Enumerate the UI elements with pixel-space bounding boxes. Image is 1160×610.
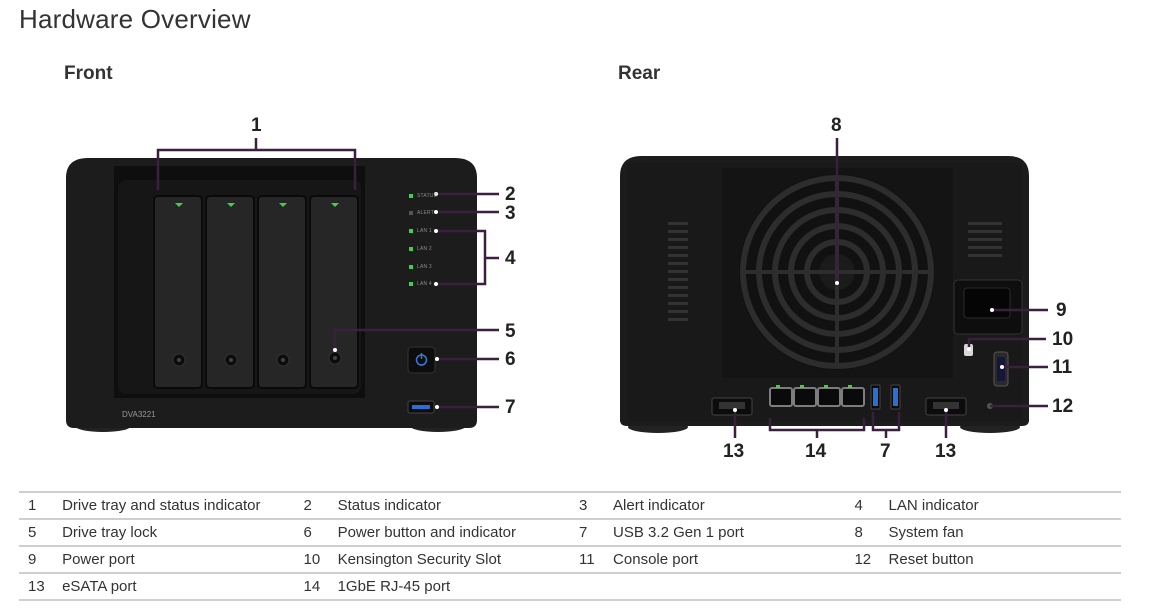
- led-label-lan2: LAN 2: [417, 246, 432, 252]
- legend-description: Kensington Security Slot: [337, 546, 570, 574]
- tray-2-status-led: [227, 203, 235, 207]
- lan2-led: [409, 247, 413, 251]
- callout-front-2: 2: [505, 184, 516, 205]
- rear-ports: [711, 279, 1023, 416]
- legend-row: 13 eSATA port 14 1GbE RJ-45 port: [19, 573, 1121, 601]
- legend-row: 5 Drive tray lock 6 Power button and ind…: [19, 519, 1121, 547]
- legend-description: LAN indicator: [888, 491, 1121, 520]
- led-label-lan1: LAN 1: [417, 228, 432, 234]
- tray-3-status-led: [279, 203, 287, 207]
- rear-vents: [668, 222, 1002, 321]
- callout-rear-10: 10: [1052, 329, 1074, 350]
- legend-number: 8: [845, 519, 889, 547]
- legend-description: Alert indicator: [613, 491, 846, 520]
- legend-description: Drive tray lock: [62, 519, 295, 547]
- callout-front-4: 4: [505, 248, 516, 269]
- legend-number: 9: [19, 546, 63, 574]
- lan1-led: [409, 229, 413, 233]
- callout-rear-13-right: 13: [935, 441, 957, 462]
- callout-rear-11: 11: [1052, 357, 1073, 378]
- led-label-status: STATUS: [417, 193, 438, 199]
- rear-section-label: Rear: [618, 63, 661, 84]
- page-title: Hardware Overview: [19, 4, 251, 34]
- legend-description: eSATA port: [62, 573, 295, 601]
- rear-callout-lines: [733, 138, 1048, 438]
- tray-4-status-led: [331, 203, 339, 207]
- legend-description: System fan: [888, 519, 1121, 547]
- legend-number: 10: [294, 546, 338, 574]
- led-label-lan4: LAN 4: [417, 281, 432, 287]
- legend-number: 1: [19, 491, 63, 520]
- front-callout-dots: [333, 192, 439, 409]
- legend-number: 11: [569, 546, 614, 574]
- legend-number: [845, 573, 889, 601]
- legend-number: 2: [294, 491, 338, 520]
- callout-front-5: 5: [505, 321, 516, 342]
- legend-number: 14: [294, 573, 338, 601]
- callout-rear-14: 14: [805, 441, 827, 462]
- hardware-figure: [66, 138, 1048, 438]
- rj45-port-2[interactable]: [793, 387, 817, 407]
- rj45-port-1[interactable]: [769, 387, 793, 407]
- legend-row: 1 Drive tray and status indicator 2 Stat…: [19, 491, 1121, 520]
- legend-number: 12: [845, 546, 889, 574]
- legend-description: Status indicator: [337, 491, 570, 520]
- callout-front-3: 3: [505, 203, 516, 224]
- drive-tray-3[interactable]: [257, 195, 307, 389]
- callout-front-6: 6: [505, 349, 516, 370]
- front-section-label: Front: [64, 63, 113, 84]
- legend-number: 6: [294, 519, 338, 547]
- legend-description: Drive tray and status indicator: [62, 491, 295, 520]
- callout-rear-9: 9: [1056, 300, 1067, 321]
- alert-led: [409, 211, 413, 215]
- front-callout-lines: [156, 138, 499, 409]
- drive-tray-1[interactable]: [153, 195, 203, 389]
- legend-description: Power button and indicator: [337, 519, 570, 547]
- status-led: [409, 194, 413, 198]
- tray-1-status-led: [175, 203, 183, 207]
- callout-rear-8: 8: [831, 115, 842, 136]
- legend-number: [569, 573, 614, 601]
- legend-number: 5: [19, 519, 63, 547]
- legend-description: Power port: [62, 546, 295, 574]
- drive-tray-2[interactable]: [205, 195, 255, 389]
- lan3-led: [409, 265, 413, 269]
- callout-front-7: 7: [505, 397, 516, 418]
- legend-description: USB 3.2 Gen 1 port: [613, 519, 846, 547]
- led-label-lan3: LAN 3: [417, 264, 432, 270]
- callout-rear-7: 7: [880, 441, 891, 462]
- legend-description: 1GbE RJ-45 port: [337, 573, 570, 601]
- rear-callout-dots: [733, 281, 1004, 412]
- callout-rear-13-left: 13: [723, 441, 745, 462]
- legend-number: 13: [19, 573, 63, 601]
- legend-description: [613, 573, 846, 601]
- front-indicators: [407, 194, 436, 414]
- legend-number: 3: [569, 491, 614, 520]
- drive-tray-4[interactable]: [309, 195, 359, 389]
- callout-front-1: 1: [251, 115, 262, 136]
- led-label-alert: ALERT: [417, 210, 435, 216]
- device-model-label: DVA3221: [122, 410, 156, 419]
- callout-rear-12: 12: [1052, 396, 1074, 417]
- legend-number: 7: [569, 519, 614, 547]
- legend-number: 4: [845, 491, 889, 520]
- drive-trays: [153, 195, 359, 389]
- lan4-led: [409, 282, 413, 286]
- legend-description: Console port: [613, 546, 846, 574]
- legend-description: Reset button: [888, 546, 1121, 574]
- power-button[interactable]: [407, 346, 436, 374]
- legend-row: 9 Power port 10 Kensington Security Slot…: [19, 546, 1121, 574]
- legend-description: [888, 573, 1121, 601]
- rj45-port-4[interactable]: [841, 387, 865, 407]
- rj45-port-3[interactable]: [817, 387, 841, 407]
- legend-table: 1 Drive tray and status indicator 2 Stat…: [19, 491, 1121, 601]
